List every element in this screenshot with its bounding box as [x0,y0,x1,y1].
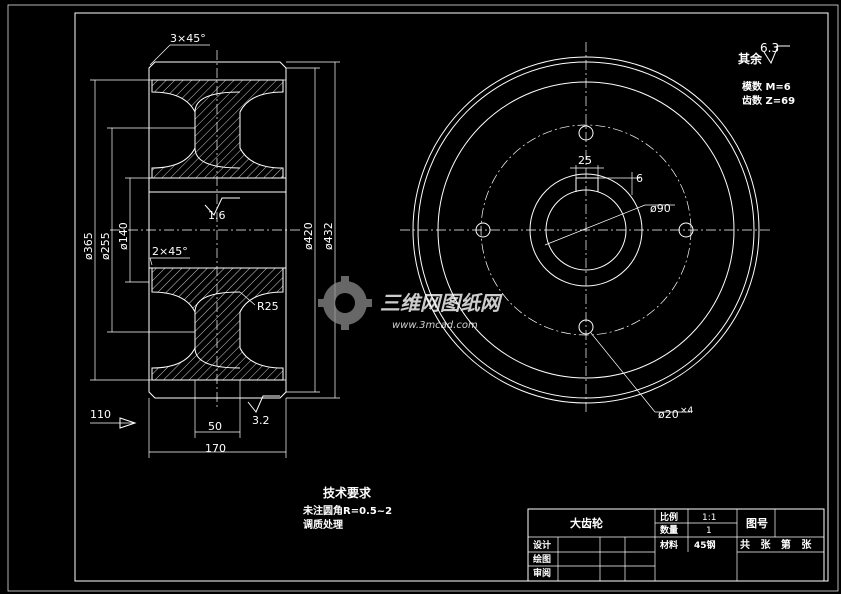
qty-value: 1 [706,526,712,536]
section-outline [148,61,287,399]
dim-bore: ø90 [650,202,671,215]
roughness-symbol [763,45,790,65]
dim-d420: ø420 [302,222,315,250]
runout-label: 110 [90,408,111,421]
scale-value: 1:1 [702,513,716,523]
gear-module: 模数 M=6 [742,80,791,93]
dim-d255: ø255 [99,232,112,260]
roughness-face: 3.2 [252,414,270,427]
material-label: 材料 [659,539,678,551]
roughness-general-prefix: 其余 [738,51,763,66]
hatched-rim-top [151,79,284,179]
notes-line1: 未注圆角R=0.5~2 [302,504,392,517]
design-label: 设计 [533,539,551,551]
chamfer-bore-label: 2×45° [152,245,188,258]
dim-hub-width: 50 [208,420,222,433]
front-view [400,42,772,415]
qty-label: 数量 [660,524,678,536]
dim-total-width: 170 [205,442,226,455]
hatched-rim-bottom [151,267,284,381]
watermark-brand: 三维网图纸网 [380,291,503,315]
dim-holes-count: ×4 [680,406,694,416]
sheet-count: 共 张 第 张 [740,538,812,551]
scale-label: 比例 [660,511,678,523]
keyway [575,177,599,192]
drawing-no-label: 图号 [746,517,768,530]
dim-keyway-width: 25 [578,154,592,167]
title-block [527,508,825,582]
dim-d140: ø140 [117,222,130,250]
watermark-url: www.3mcad.com [392,320,478,331]
dim-d432: ø432 [322,222,335,250]
notes-line2: 调质处理 [303,518,343,531]
dim-holes: ø20 [658,408,679,421]
outer-border [7,4,839,592]
watermark-logo [318,276,372,330]
roughness-bore: 1.6 [208,209,226,222]
dim-keyway-depth: 6 [636,172,643,185]
section-view [90,44,340,458]
part-name: 大齿轮 [570,516,603,530]
gear-teeth: 齿数 Z=69 [742,94,795,107]
roughness-general-value: 6.3 [760,41,779,55]
review-label: 审阅 [533,567,551,579]
notes-title: 技术要求 [323,485,372,500]
inner-frame [74,12,829,582]
dim-d365: ø365 [82,232,95,260]
dim-r25: R25 [257,300,279,313]
chamfer-top-label: 3×45° [170,32,206,45]
drafting-label: 绘图 [533,553,551,565]
material-value: 45钢 [694,539,716,551]
